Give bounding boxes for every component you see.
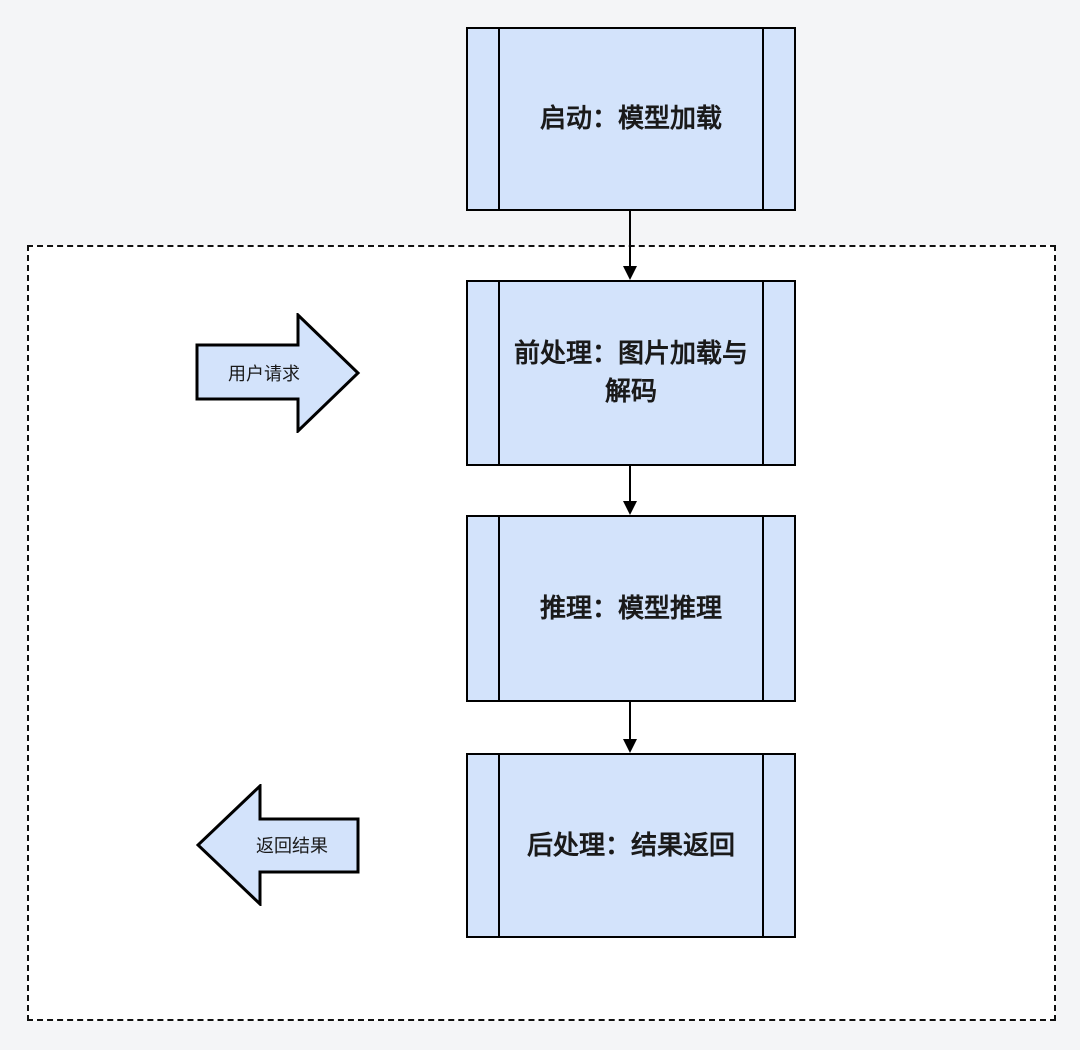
node-preprocess[interactable]: 前处理：图片加载与解码	[466, 280, 796, 466]
user-request-label: 用户请求	[228, 364, 300, 384]
return-result-label: 返回结果	[256, 836, 328, 856]
node-inference[interactable]: 推理：模型推理	[466, 515, 796, 702]
user-request-arrow[interactable]: 用户请求	[195, 313, 361, 433]
node-postprocess[interactable]: 后处理：结果返回	[466, 753, 796, 938]
node-inference-label: 推理：模型推理	[539, 592, 722, 623]
node-start[interactable]: 启动：模型加载	[466, 27, 796, 211]
left-arrow-icon	[196, 784, 360, 906]
right-arrow-icon	[195, 313, 361, 433]
return-result-arrow[interactable]: 返回结果	[196, 784, 360, 906]
node-start-label: 启动：模型加载	[539, 103, 722, 134]
node-preprocess-label: 前处理：图片加载与解码	[513, 338, 748, 406]
node-postprocess-label: 后处理：结果返回	[526, 829, 735, 860]
